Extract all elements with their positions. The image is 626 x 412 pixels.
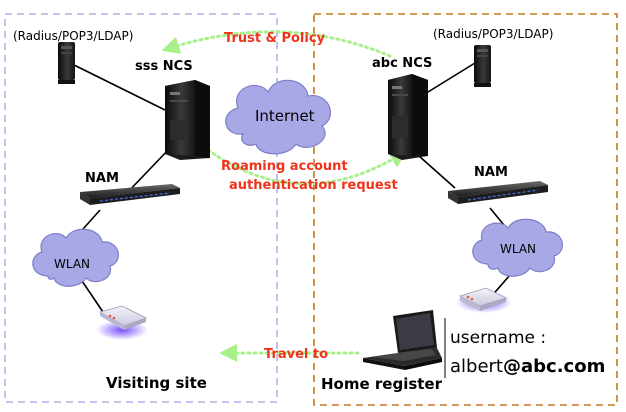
right-nam-label: NAM (474, 165, 508, 180)
right-wlan-label: WLAN (500, 242, 536, 256)
left-nam-label: NAM (85, 171, 119, 186)
right-ncs-tower-icon (388, 74, 428, 160)
right-nam-switch-icon (448, 181, 548, 204)
right-ncs-label: abc NCS (372, 56, 432, 71)
laptop-icon (363, 310, 442, 370)
roaming-request-line1: Roaming account (221, 159, 348, 174)
username-domain: @abc.com (503, 356, 605, 377)
internet-cloud-icon (225, 79, 331, 155)
left-ncs-tower-icon (165, 80, 210, 160)
left-auth-server-icon (58, 42, 75, 84)
left-wlan-label: WLAN (54, 257, 90, 271)
right-wlan-cloud-icon (472, 218, 563, 277)
username-label: username : (450, 328, 546, 348)
trust-policy-label: Trust & Policy (224, 31, 326, 46)
travel-label: Travel to (264, 347, 328, 362)
roaming-request-arrow (206, 148, 408, 186)
home-register-box (313, 13, 618, 406)
left-nam-switch-icon (80, 184, 180, 205)
visiting-site-box (4, 13, 278, 403)
left-ncs-label: sss NCS (135, 59, 193, 74)
home-register-label: Home register (321, 375, 443, 393)
roaming-request-line2: authentication request (229, 178, 398, 193)
internet-label: Internet (255, 107, 315, 125)
right-access-point-icon (456, 287, 512, 313)
username-user: albert (450, 356, 503, 377)
trust-policy-arrow (161, 30, 392, 58)
username-value: albert@abc.com (450, 356, 605, 377)
right-auth-server-icon (474, 45, 491, 87)
left-server-protocols: (Radius/POP3/LDAP) (13, 29, 133, 43)
right-server-protocols: (Radius/POP3/LDAP) (433, 27, 553, 41)
left-access-point-icon (96, 305, 148, 340)
left-wlan-cloud-icon (32, 228, 119, 287)
visiting-site-label: Visiting site (106, 374, 207, 392)
